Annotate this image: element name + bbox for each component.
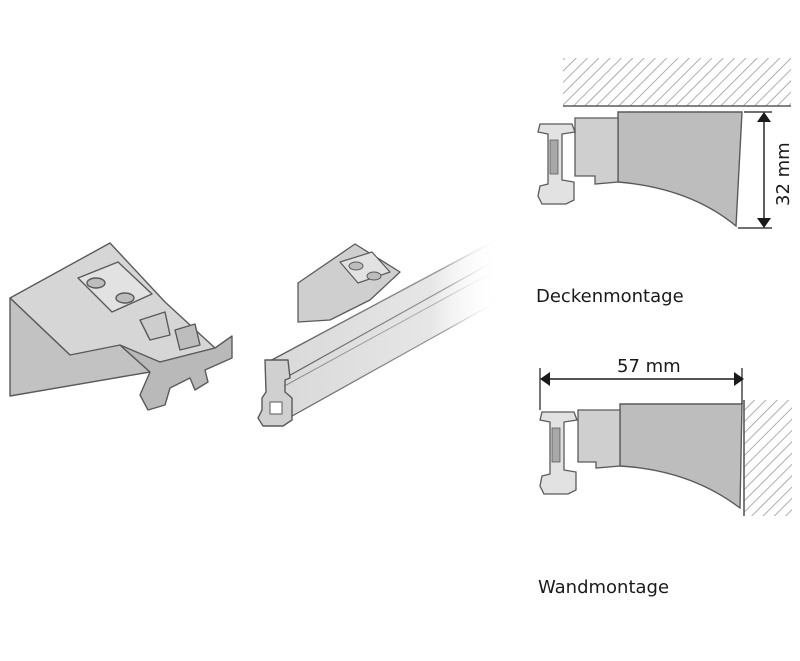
ceiling-hatch bbox=[563, 58, 791, 106]
wall-dimension-label: 57 mm bbox=[617, 356, 681, 377]
wall-hatch bbox=[744, 400, 792, 516]
wall-mount-label: Wandmontage bbox=[538, 577, 670, 598]
wall-mount-section: 57 mm bbox=[539, 356, 792, 516]
ceiling-mount-section: 32 mm bbox=[537, 58, 794, 229]
ceiling-dimension-label: 32 mm bbox=[773, 142, 794, 206]
bracket-3d-illustration bbox=[9, 242, 233, 411]
ceiling-mount-label: Deckenmontage bbox=[536, 286, 684, 307]
bracket-with-rail-illustration bbox=[257, 237, 501, 427]
